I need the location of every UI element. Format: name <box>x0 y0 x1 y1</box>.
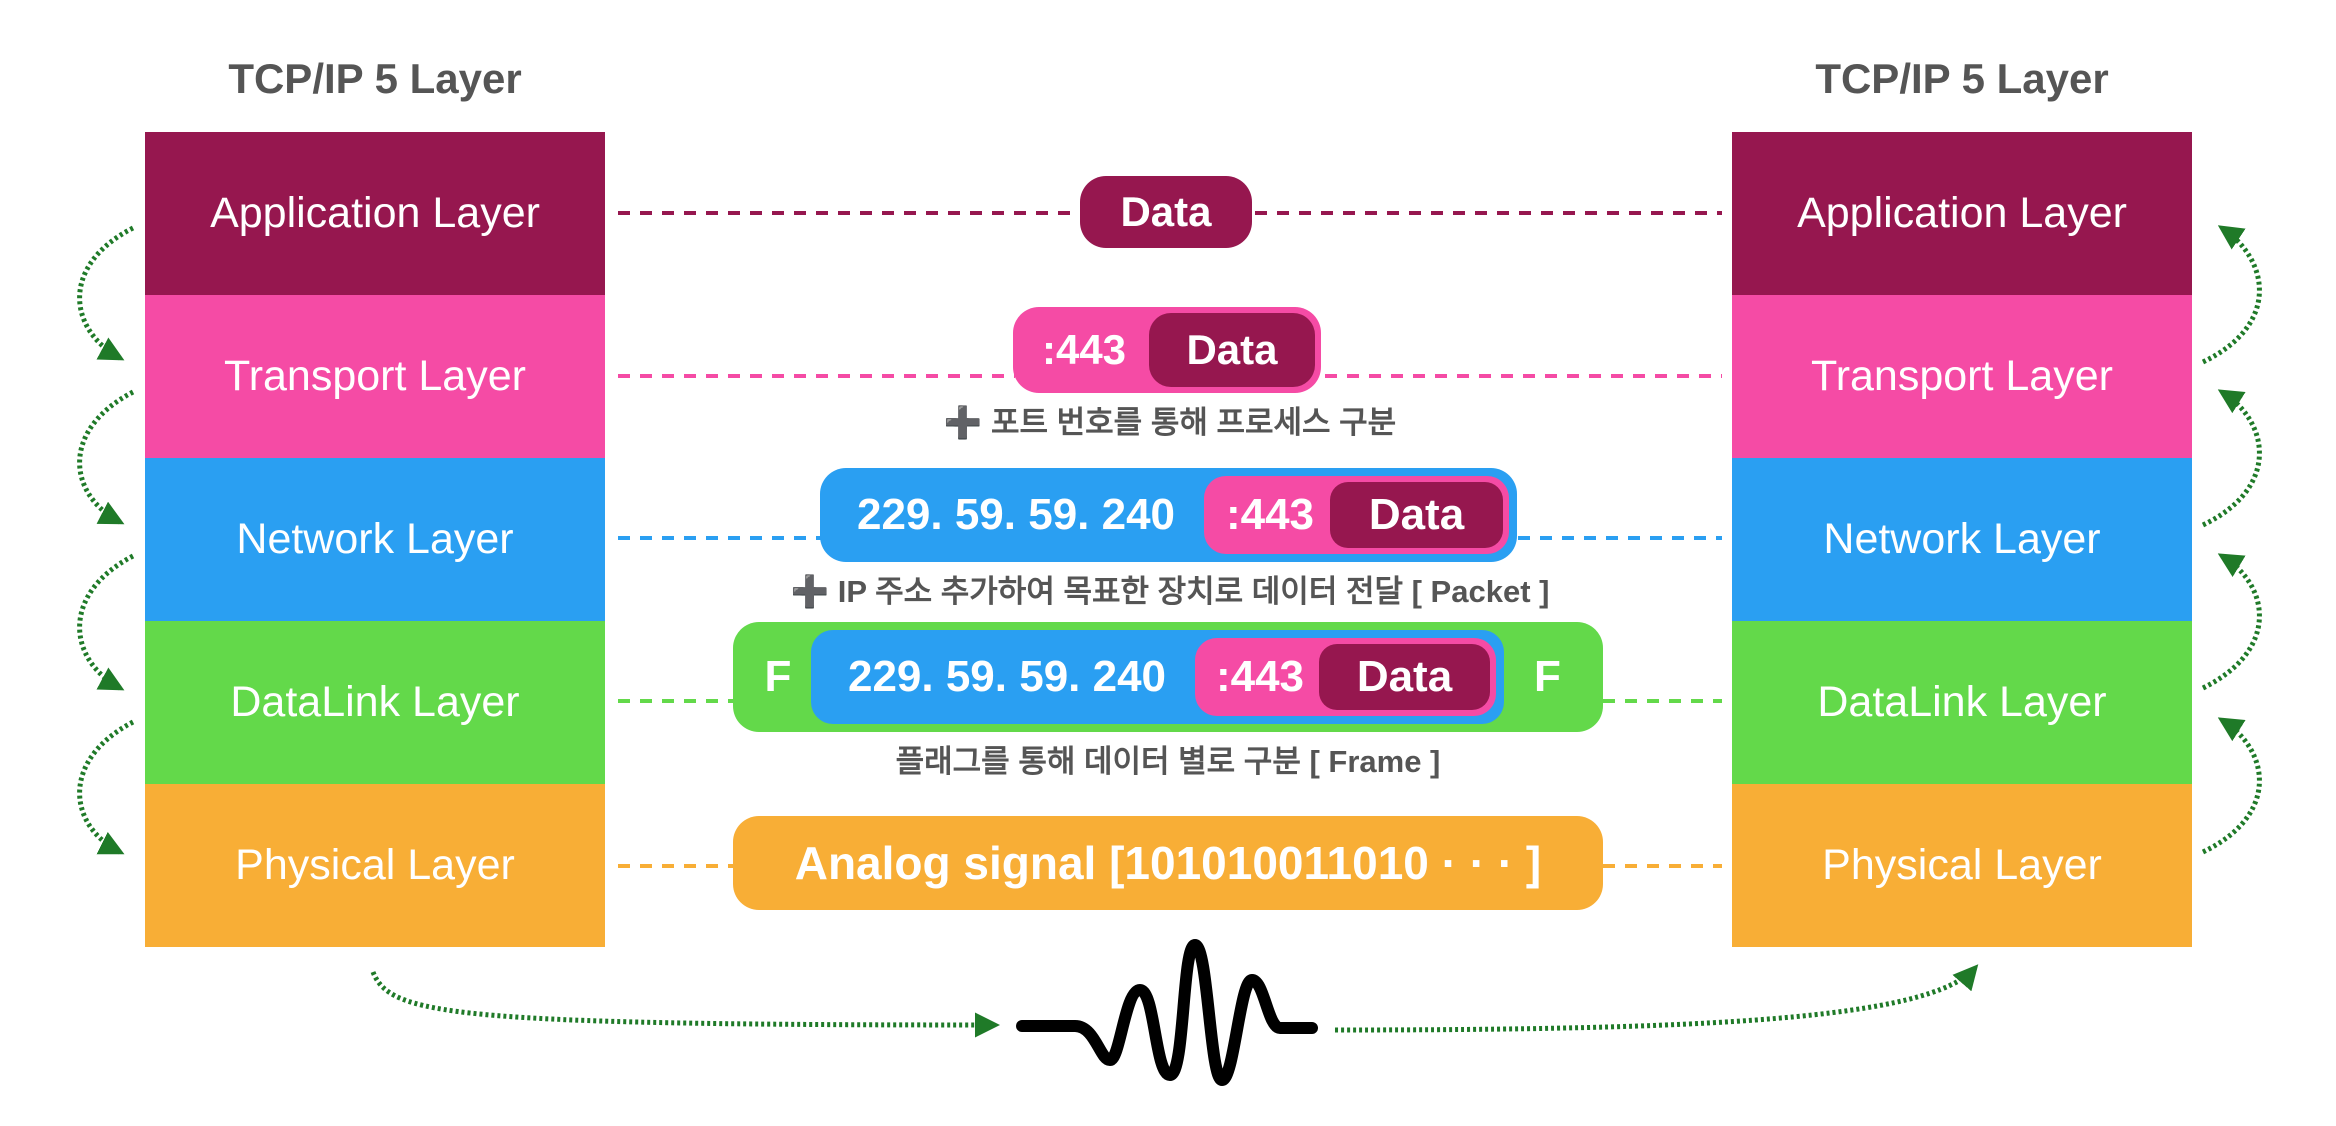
datalink-packet-box: 229. 59. 59. 240 :443 Data <box>811 630 1504 724</box>
network-packet-pill: 229. 59. 59. 240 :443 Data <box>820 468 1517 562</box>
left-application-layer: Application Layer <box>145 132 605 295</box>
up-arrow-2 <box>2201 553 2262 691</box>
up-arrow-4 <box>2201 225 2262 365</box>
application-data-pill: Data <box>1080 176 1252 248</box>
left-layer-stack: Application Layer Transport Layer Networ… <box>145 132 605 947</box>
up-arrow-1 <box>2201 717 2262 855</box>
left-stack-title: TCP/IP 5 Layer <box>228 55 522 102</box>
network-port-label: :443 <box>1225 490 1315 539</box>
right-network-layer: Network Layer <box>1732 458 2192 621</box>
transport-data-box: Data <box>1149 313 1315 387</box>
down-arrow-2 <box>77 389 135 525</box>
right-layer-stack: Application Layer Transport Layer Networ… <box>1732 132 2192 947</box>
right-datalink-layer: DataLink Layer <box>1732 621 2192 784</box>
network-data-box: Data <box>1330 482 1503 548</box>
network-port-box: :443 Data <box>1204 476 1509 554</box>
transmit-arrow-right <box>1334 964 1979 1033</box>
down-arrow-4 <box>77 719 135 855</box>
transport-caption: ➕ 포트 번호를 통해 프로세스 구분 <box>943 405 1397 440</box>
transport-data-label: Data <box>1186 326 1278 373</box>
down-arrow-1 <box>77 225 135 361</box>
right-physical-layer: Physical Layer <box>1732 784 2192 947</box>
right-stack-title: TCP/IP 5 Layer <box>1815 55 2109 102</box>
network-ip-label: 229. 59. 59. 240 <box>856 490 1176 539</box>
left-physical-layer: Physical Layer <box>145 784 605 947</box>
datalink-data-label: Data <box>1356 652 1453 701</box>
application-data-label: Data <box>1120 188 1212 235</box>
network-data-label: Data <box>1368 490 1465 539</box>
left-network-layer: Network Layer <box>145 458 605 621</box>
right-transport-layer: Transport Layer <box>1732 295 2192 458</box>
analog-wave-icon <box>1016 939 1318 1086</box>
transmit-arrow-left <box>370 971 1000 1038</box>
datalink-frame-pill: F 229. 59. 59. 240 :443 Data F <box>733 622 1603 732</box>
transport-port-label: :443 <box>1041 326 1127 373</box>
datalink-flag-right: F <box>1534 652 1561 701</box>
physical-signal-label: Analog signal [101010011010 · · · ] <box>794 837 1542 889</box>
datalink-ip-label: 229. 59. 59. 240 <box>847 652 1167 701</box>
right-application-layer: Application Layer <box>1732 132 2192 295</box>
physical-signal-pill: Analog signal [101010011010 · · · ] <box>733 816 1603 910</box>
left-datalink-layer: DataLink Layer <box>145 621 605 784</box>
up-arrow-3 <box>2201 389 2262 528</box>
datalink-port-label: :443 <box>1215 652 1305 701</box>
network-caption: ➕ IP 주소 추가하여 목표한 장치로 데이터 전달 [ Packet ] <box>790 574 1550 609</box>
datalink-caption: 플래그를 통해 데이터 별로 구분 [ Frame ] <box>895 744 1441 779</box>
datalink-data-box: Data <box>1319 644 1490 710</box>
transport-segment-pill: :443 Data <box>1013 307 1321 393</box>
datalink-port-box: :443 Data <box>1195 638 1496 716</box>
down-arrow-3 <box>77 553 135 691</box>
left-transport-layer: Transport Layer <box>145 295 605 458</box>
datalink-flag-left: F <box>764 652 792 701</box>
